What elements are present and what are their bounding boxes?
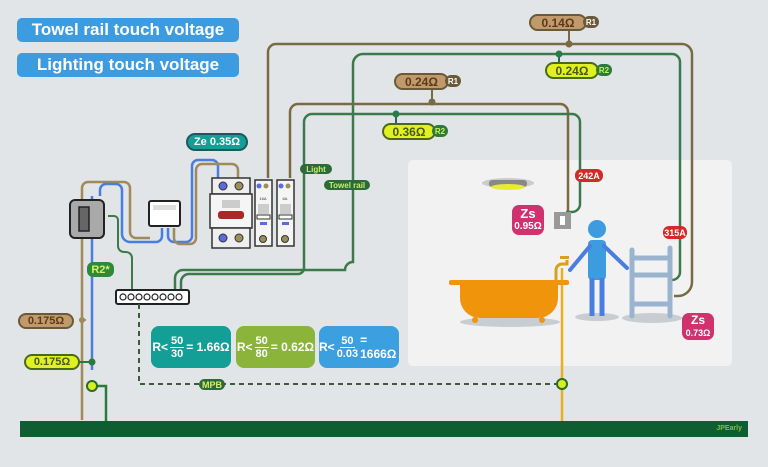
towel-rail-zs: Zs 0.73Ω (682, 313, 714, 340)
tap (554, 260, 569, 280)
bathtub (449, 280, 569, 327)
line-tail (80, 180, 150, 420)
formula-result: = 0.62Ω (270, 340, 315, 354)
earth-terminals (119, 293, 183, 301)
main-bonding-dashed (138, 304, 562, 385)
meter-display (153, 205, 176, 210)
ceiling-light (482, 178, 534, 190)
mcb-rating-1: 16A (259, 196, 266, 201)
title-towel-rail-touch-voltage[interactable]: Towel rail touch voltage (17, 18, 239, 42)
pipe-bond-point (556, 378, 568, 390)
meter-to-switch-line (172, 162, 240, 246)
numerator: 50 (170, 334, 185, 348)
formula-result: = 1.66Ω (186, 340, 230, 354)
light-r2-value: 0.36Ω (382, 123, 436, 140)
tails-earth-resistance: 0.175Ω (24, 354, 80, 370)
towel-rail-line-wire (266, 42, 694, 298)
towel-rail-zs-label: Zs (690, 312, 705, 327)
light-r2-tag: R2 (432, 125, 448, 137)
mcb-rating-2: 6A (283, 196, 288, 201)
earth-ground-bar: JPEarly (20, 421, 748, 437)
mcb-6a (276, 179, 295, 247)
ze-label: Ze 0.35Ω (186, 133, 248, 151)
light-line-wire (288, 102, 570, 215)
denominator: 0.03 (336, 347, 359, 360)
mpb-label: MPB (199, 379, 225, 390)
tails-line-resistance: 0.175Ω (18, 313, 74, 329)
meter (148, 200, 181, 227)
met-node (86, 380, 98, 392)
cutout-fuse (78, 206, 90, 232)
numerator: 50 (254, 334, 269, 348)
title-lighting-touch-voltage[interactable]: Lighting touch voltage (17, 53, 239, 77)
towel-r1-tag: R1 (583, 16, 599, 28)
towel-rail (622, 245, 682, 323)
neutral-to-meter (98, 182, 164, 244)
towel-r2-value: 0.24Ω (545, 62, 599, 79)
towel-r2-tag: R2 (596, 64, 612, 76)
main-earth-wire (108, 215, 133, 290)
person (568, 220, 629, 321)
formula-prefix: R< (319, 340, 335, 354)
light-cpc-wire (179, 112, 582, 290)
light-zs-label: Zs (520, 206, 536, 221)
light-r1-value: 0.24Ω (394, 73, 449, 90)
towel-rail-circuit-label: Towel rail (324, 180, 370, 190)
denominator: 30 (171, 347, 184, 360)
main-switch (209, 177, 253, 249)
mcb-16a (254, 179, 273, 247)
light-fault-current: 242A (575, 169, 603, 182)
line-tail-node (79, 317, 85, 323)
light-r1-tag: R1 (445, 75, 461, 87)
formula-prefix: R< (152, 340, 169, 354)
light-zs-value: 0.95Ω (514, 221, 542, 232)
denominator: 80 (255, 347, 268, 360)
numerator: 50 (340, 334, 355, 348)
light-zs: Zs 0.95Ω (512, 205, 544, 235)
towel-rail-cpc-wire (173, 52, 682, 290)
formula-prefix: R< (236, 340, 253, 354)
light-circuit-label: Light (300, 164, 332, 174)
earth-tail-node (88, 358, 96, 366)
towel-rail-zs-value: 0.73Ω (685, 327, 711, 338)
credit-text: JPEarly (716, 425, 742, 432)
meter-to-switch-neutral (166, 158, 220, 244)
towel-rail-fault-current: 315A (663, 226, 687, 239)
r2-star-label: R2* (87, 262, 114, 277)
formula-result: = 1666Ω (360, 333, 397, 361)
towel-r1-value: 0.14Ω (529, 14, 587, 31)
